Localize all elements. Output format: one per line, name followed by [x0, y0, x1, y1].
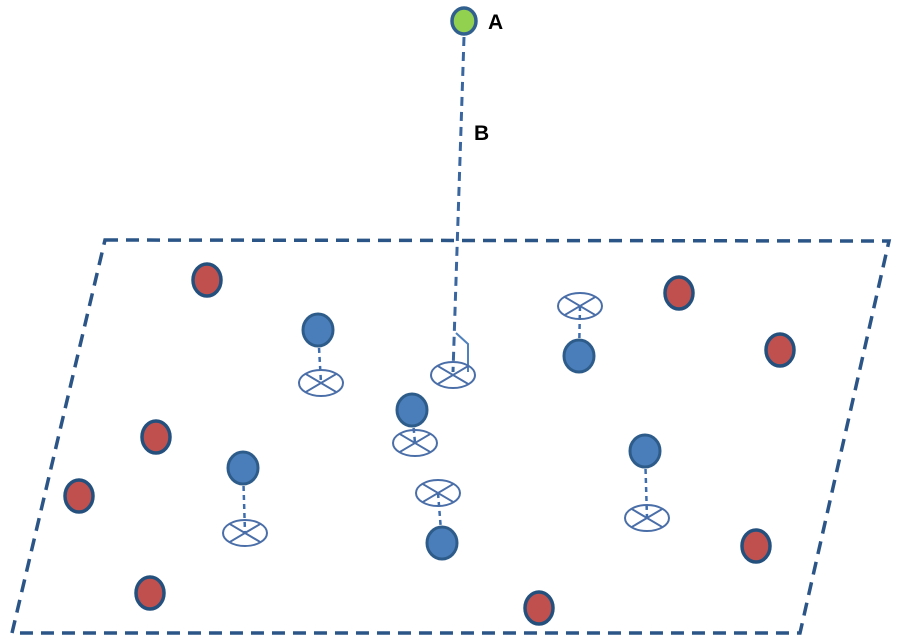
cross-ellipse-marker	[222, 519, 268, 547]
red-node	[523, 590, 555, 626]
cross-ellipse-marker	[392, 429, 438, 457]
cross-diagonal	[421, 482, 455, 504]
cross-ellipse-outline	[557, 292, 603, 320]
cross-diagonal	[304, 372, 338, 394]
cross-ellipse-marker	[415, 479, 461, 507]
cross-ellipse-outline	[392, 429, 438, 457]
blue-node	[301, 312, 335, 348]
source-node-a	[450, 6, 478, 36]
cross-diagonal	[398, 432, 432, 454]
red-node	[191, 262, 223, 298]
cross-diagonal	[436, 364, 470, 386]
red-node	[740, 528, 772, 564]
right-angle-marker	[455, 332, 469, 372]
blue-node	[395, 392, 429, 428]
blue-node	[425, 525, 459, 561]
red-node	[663, 275, 695, 311]
red-node	[140, 419, 172, 455]
cross-ellipse-outline	[430, 361, 476, 389]
cross-ellipse-marker	[557, 292, 603, 320]
cross-ellipse-outline	[298, 369, 344, 397]
blue-node	[562, 338, 596, 374]
red-node	[134, 575, 166, 611]
plane-boundary	[9, 238, 892, 635]
red-node	[764, 332, 796, 368]
red-node	[63, 478, 95, 514]
cross-ellipse-marker	[298, 369, 344, 397]
node-connector	[410, 409, 417, 444]
cross-ellipse-outline	[222, 519, 268, 547]
link-line-b	[451, 36, 466, 373]
cross-diagonal	[630, 507, 664, 529]
cross-ellipse-marker	[430, 361, 476, 389]
cross-diagonal	[228, 522, 262, 544]
cross-ellipse-marker	[624, 504, 670, 532]
cross-diagonal	[563, 295, 597, 317]
cross-ellipse-outline	[415, 479, 461, 507]
cross-ellipse-outline	[624, 504, 670, 532]
blue-node	[628, 433, 662, 469]
label-b: B	[474, 122, 489, 145]
label-a: A	[488, 11, 503, 34]
blue-node	[226, 450, 260, 486]
